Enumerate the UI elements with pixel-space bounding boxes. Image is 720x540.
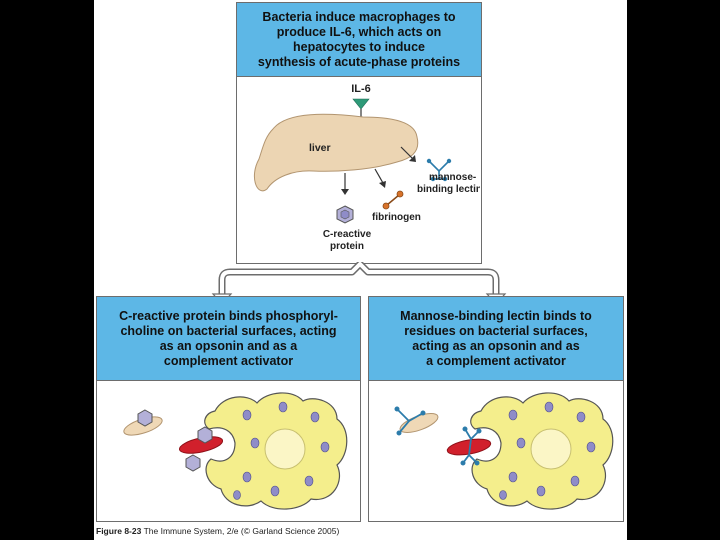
output-arrows: [344, 146, 414, 189]
il6-label: IL-6: [351, 83, 371, 95]
fibrinogen-label: fibrinogen: [372, 212, 421, 223]
mbl-label-2: binding lectin: [417, 184, 480, 195]
crp-panel: C-reactive protein binds phosphoryl- cho…: [96, 296, 361, 522]
figure-source: The Immune System, 2/e (© Garland Scienc…: [143, 526, 340, 536]
fibrinogen-icon: [382, 190, 404, 210]
figure-page: Bacteria induce macrophages to produce I…: [94, 0, 627, 540]
mbl-macrophage-diagram: [394, 392, 614, 510]
mbl-label-1: mannose-: [429, 172, 476, 183]
figure-caption: Figure 8-23 The Immune System, 2/e (© Ga…: [96, 526, 339, 536]
top-panel: Bacteria induce macrophages to produce I…: [236, 2, 482, 264]
macrophage-granules: [499, 401, 596, 500]
crp-label-2: protein: [330, 241, 364, 252]
crp-label-1: C-reactive: [323, 229, 372, 240]
mbl-panel: Mannose-binding lectin binds to residues…: [368, 296, 624, 522]
il6-triangle: [352, 98, 370, 110]
figure-number: Figure 8-23: [96, 526, 142, 536]
tan-bacterium: [399, 413, 439, 433]
liver-shape: [254, 113, 419, 192]
mbl-panel-header: Mannose-binding lectin binds to residues…: [369, 297, 623, 381]
macrophage-nucleus: [530, 428, 572, 470]
top-panel-header: Bacteria induce macrophages to produce I…: [237, 3, 481, 77]
bound-crp-molecules: [185, 426, 213, 472]
macrophage-granules: [233, 401, 330, 500]
bound-mbl-molecule: [460, 426, 482, 466]
crp-molecule: [137, 409, 153, 427]
liver-diagram: IL-6 liver: [254, 83, 480, 252]
bound-mbl-molecule: [394, 406, 426, 436]
crp-panel-header: C-reactive protein binds phosphoryl- cho…: [97, 297, 360, 381]
red-bacterium: [446, 438, 492, 456]
liver-label: liver: [309, 142, 331, 154]
crp-macrophage-diagram: [123, 392, 348, 510]
mbl-molecule-icon: [426, 158, 452, 182]
crp-icon: [336, 205, 354, 224]
macrophage-nucleus: [264, 428, 306, 470]
